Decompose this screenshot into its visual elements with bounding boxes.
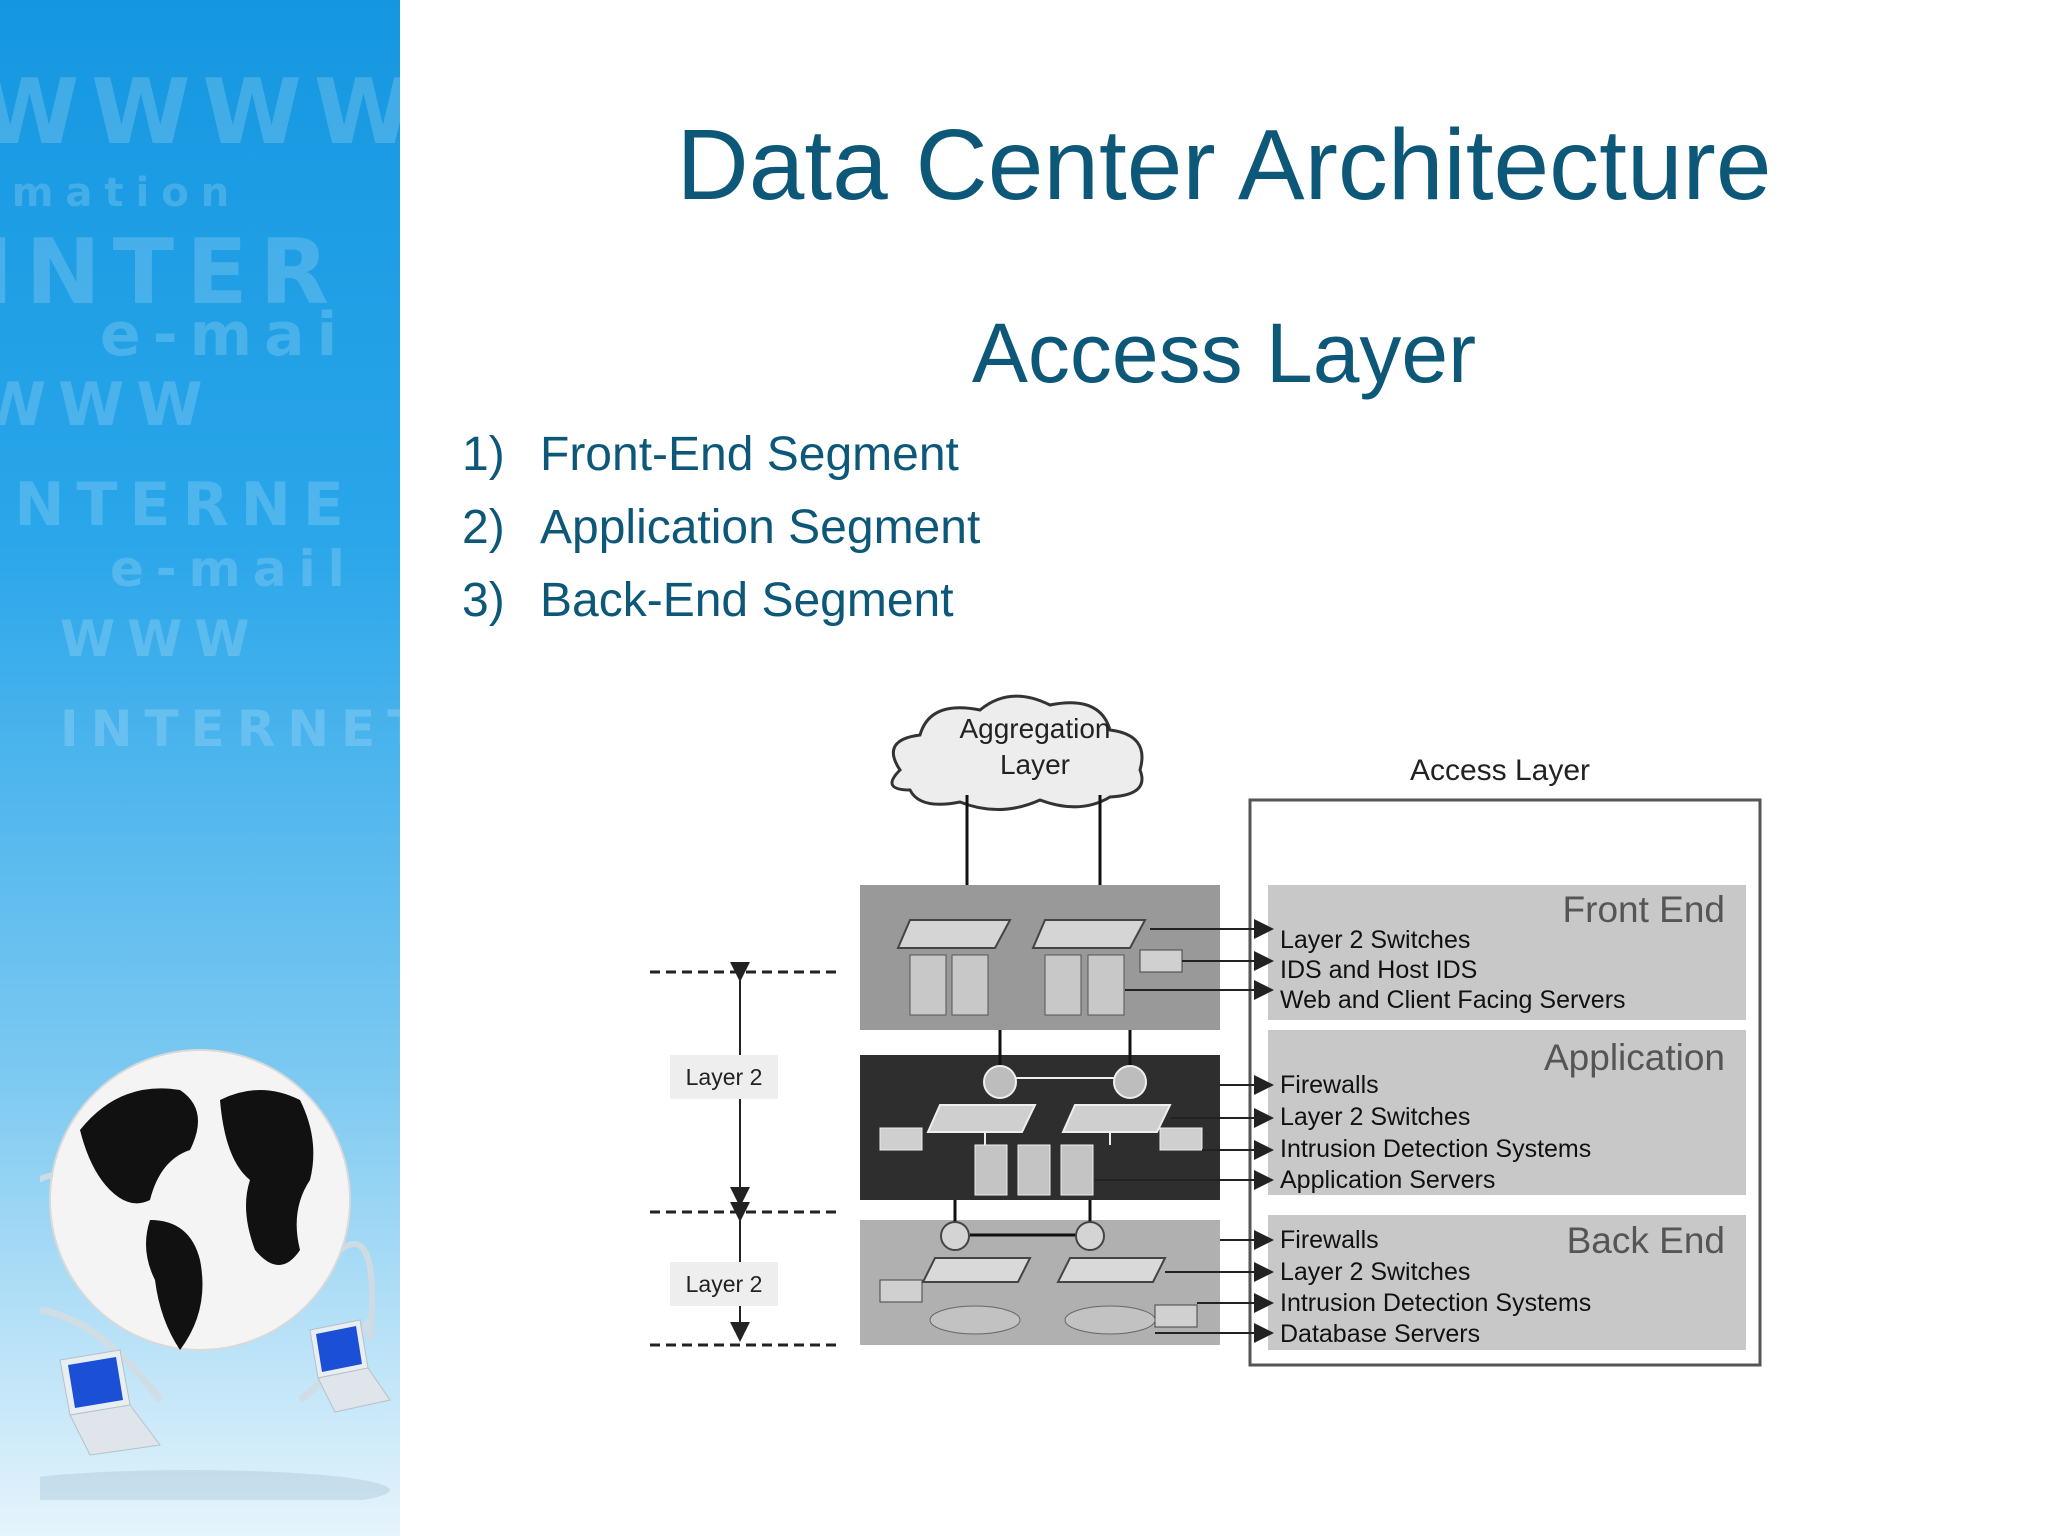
- segment-item: Layer 2 Switches: [1280, 1103, 1470, 1131]
- segment-item: Application Servers: [1280, 1166, 1495, 1194]
- cloud-label-line1: Aggregation: [959, 713, 1110, 744]
- segment-item: IDS and Host IDS: [1280, 956, 1477, 984]
- list-number: 2): [462, 501, 505, 554]
- segment-item: Firewalls: [1280, 1071, 1379, 1099]
- back-end-segment-box: Back End Firewalls Layer 2 Switches Intr…: [1268, 1215, 1746, 1350]
- segment-title: Back End: [1567, 1220, 1725, 1261]
- database-server-right: [1064, 1305, 1156, 1335]
- application-firewall-left: [983, 1065, 1017, 1099]
- segment-item: Layer 2 Switches: [1280, 926, 1470, 954]
- list-item: 2) Application Segment: [462, 498, 980, 571]
- slide-subtitle: Access Layer: [971, 306, 1477, 400]
- segment-item: Web and Client Facing Servers: [1280, 986, 1626, 1014]
- list-item-text: Application Segment: [540, 501, 981, 554]
- segment-title: Application: [1544, 1037, 1725, 1078]
- list-item-text: Front-End Segment: [540, 428, 959, 481]
- connector-arrows: [1095, 919, 1274, 1343]
- segment-item: Intrusion Detection Systems: [1280, 1135, 1591, 1163]
- front-end-segment-box: Front End Layer 2 Switches IDS and Host …: [1268, 885, 1746, 1020]
- access-layer-label: Access Layer: [1410, 754, 1590, 787]
- application-server: [1060, 1144, 1094, 1196]
- list-item: 1) Front-End Segment: [462, 425, 980, 498]
- list-number: 1): [462, 428, 505, 481]
- back-end-ids-left: [879, 1279, 923, 1303]
- globe-network-illustration: [40, 1049, 391, 1500]
- application-ids-right: [1159, 1127, 1203, 1151]
- list-item-text: Back-End Segment: [540, 574, 954, 627]
- back-end-switch-right: [1056, 1257, 1167, 1283]
- slide-title: Data Center Architecture: [676, 109, 1772, 221]
- back-end-switch-left: [921, 1257, 1032, 1283]
- access-layer-diagram: Aggregation Layer Access Layer: [650, 694, 1762, 1367]
- database-server-left: [929, 1305, 1021, 1335]
- segment-list: 1) Front-End Segment 2) Application Segmen…: [462, 425, 980, 644]
- application-server: [974, 1144, 1008, 1196]
- layer2-indicator-top: Layer 2: [650, 962, 840, 1214]
- application-segment-box: Application Firewalls Layer 2 Switches I…: [1268, 1030, 1746, 1195]
- application-server: [1017, 1144, 1051, 1196]
- segment-item: Intrusion Detection Systems: [1280, 1289, 1591, 1317]
- list-item: 3) Back-End Segment: [462, 571, 980, 644]
- back-end-firewall-left: [940, 1221, 970, 1251]
- layer2-label-top: Layer 2: [686, 1064, 763, 1090]
- back-end-firewall-right: [1075, 1221, 1105, 1251]
- layer2-label-bottom: Layer 2: [686, 1271, 763, 1297]
- decorative-sidebar: WWWW rmation INTER e-mai WWW INTERNE e-m…: [0, 0, 400, 1536]
- layer2-indicator-bottom: Layer 2: [650, 1202, 840, 1347]
- front-end-switch-left: [896, 919, 1012, 1016]
- application-firewall-right: [1113, 1065, 1147, 1099]
- back-end-ids-right: [1154, 1304, 1198, 1328]
- list-number: 3): [462, 574, 505, 627]
- application-switch-left: [926, 1104, 1037, 1133]
- segment-item: Database Servers: [1280, 1320, 1480, 1348]
- segment-item: Layer 2 Switches: [1280, 1258, 1470, 1286]
- segment-item: Firewalls: [1280, 1226, 1379, 1254]
- segment-title: Front End: [1563, 889, 1725, 930]
- cloud-label-line2: Layer: [1000, 749, 1070, 780]
- front-end-switch-right: [1031, 919, 1183, 1016]
- application-switch-right: [1061, 1104, 1172, 1133]
- aggregation-cloud: Aggregation Layer: [890, 694, 1144, 811]
- application-ids-left: [879, 1127, 923, 1151]
